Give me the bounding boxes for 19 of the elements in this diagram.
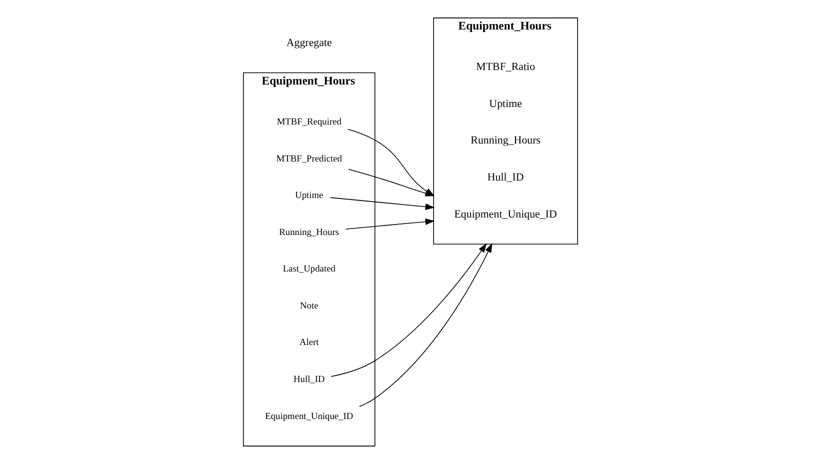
node-text: Hull_ID [293, 374, 324, 385]
node-text: Equipment_Unique_ID [264, 412, 353, 422]
label: Aggregate [286, 36, 332, 49]
node-text: Last_Updated [282, 264, 335, 275]
arrow [344, 218, 434, 230]
node-text: Note [300, 301, 318, 312]
node-text: Running_Hours [470, 134, 540, 147]
node-text: Hull_ID [486, 172, 524, 184]
node-text: Equipment_Unique_ID [454, 208, 556, 220]
node-text: Uptime [488, 98, 522, 110]
node-text: Uptime [294, 191, 323, 202]
node-text: Running_Hours [278, 228, 339, 238]
arrow [330, 197, 434, 210]
node-text: MTBF_Required [276, 117, 341, 128]
node-text: Alert [299, 338, 318, 348]
node-text: MTBF_Predicted [276, 154, 342, 164]
arrow [358, 243, 492, 407]
node-text: MTBF_Ratio [476, 61, 535, 74]
arrow [330, 243, 486, 377]
